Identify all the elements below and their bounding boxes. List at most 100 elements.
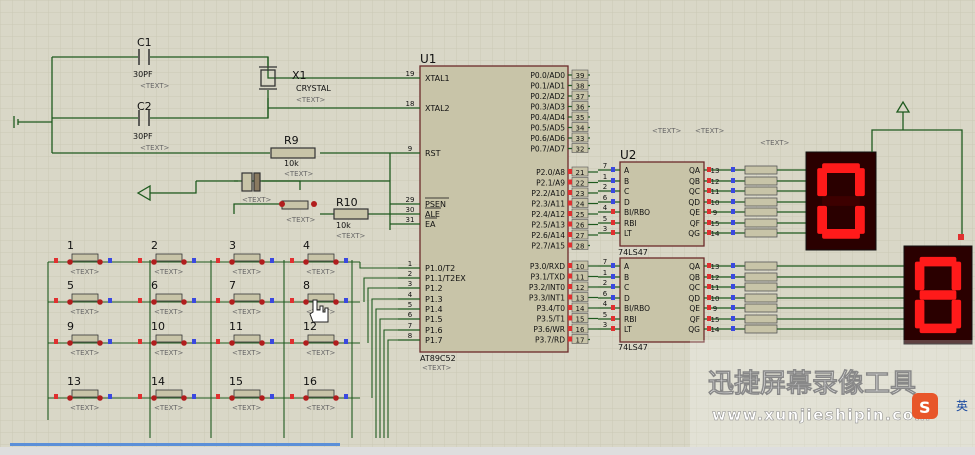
decoder-input-name: B [624,273,629,282]
pin-state-marker [731,178,735,183]
segment-resistor[interactable] [744,272,778,282]
u1-port-pin-number: 17 [576,337,585,345]
disp-text-3: <TEXT> [760,139,790,147]
keypad-button-14[interactable]: 14<TEXT> [138,375,196,412]
resistor-r9[interactable] [270,147,316,159]
decoder-output-name: QC [689,283,700,292]
r10-text: <TEXT> [336,232,366,240]
u1-port-pin-name: P0.7/AD7 [530,145,565,154]
segment-resistor[interactable] [744,186,778,196]
decoder-input-name: RBI [624,219,637,228]
decoder-input-number: 1 [603,269,607,277]
sogou-logo-letter: S [919,398,931,417]
segment-resistor[interactable] [744,282,778,292]
u1-port-pin-name: P2.7/A15 [531,242,565,251]
pin-state-marker [611,167,615,172]
u1-pin-number: 4 [408,291,413,299]
segment-resistor[interactable] [744,197,778,207]
keypad-button-16[interactable]: 16<TEXT> [290,375,348,412]
segment-resistor[interactable] [744,165,778,175]
ime-indicator[interactable]: 英 [956,399,968,413]
u1-port-pin-name: P2.0/A8 [536,168,565,177]
pin-state-marker [707,230,711,235]
decoder-input-name: BI/RBO [624,304,650,313]
keypad-button-label: 13 [67,375,81,388]
u1-pin-number: 18 [406,100,415,108]
segment-resistor[interactable] [744,218,778,228]
keypad-button-1[interactable]: 1<TEXT> [54,239,112,276]
keypad-button-3[interactable]: 3<TEXT> [216,239,274,276]
electrolytic-capacitor[interactable] [241,172,261,192]
pin-state-marker [707,263,711,268]
segment-resistor[interactable] [744,228,778,238]
segment-b [951,261,962,291]
u1-pin-number: 2 [408,270,412,278]
u1-pin-number-box [571,101,589,111]
decoder-output-name: QF [690,219,700,228]
pin-state-marker [731,167,735,172]
keypad-button-10[interactable]: 10<TEXT> [138,320,196,357]
u1-port-pin-number: 23 [576,190,585,198]
decoder-output-number: 10 [711,199,720,207]
keypad-button-12[interactable]: 12<TEXT> [290,320,348,357]
keypad-button-7[interactable]: 7<TEXT> [216,279,274,316]
keypad-button-2[interactable]: 2<TEXT> [138,239,196,276]
keypad-button-5[interactable]: 5<TEXT> [54,279,112,316]
u1-pin-number: 19 [406,70,415,78]
pin-state-marker [731,230,735,235]
keypad-button-label: 10 [151,320,165,333]
u1-port-pin-name: P0.3/AD3 [530,103,565,112]
u1-port-pin-name: P3.4/T0 [537,304,566,313]
pin-state-marker [707,284,711,289]
capacitor-c1[interactable] [138,49,150,65]
reset-button[interactable] [279,200,317,210]
segment-resistor[interactable] [744,207,778,217]
segment-resistor[interactable] [744,324,778,334]
capacitor-c2[interactable] [138,110,150,126]
keypad-button-9[interactable]: 9<TEXT> [54,320,112,357]
u1-port-pin-name: P0.4/AD4 [530,113,565,122]
crystal-x1[interactable] [259,66,277,90]
keypad-button-4[interactable]: 4<TEXT> [290,239,348,276]
keypad-button-11[interactable]: 11<TEXT> [216,320,274,357]
chip-u3[interactable] [619,257,705,343]
segment-c [855,205,865,234]
keypad-button-text: <TEXT> [70,308,100,316]
segment-resistor[interactable] [744,176,778,186]
u1-pin-name: EA [425,220,436,229]
u1-pin-number-box [571,111,589,122]
keypad-button-13[interactable]: 13<TEXT> [54,375,112,412]
keypad-button-15[interactable]: 15<TEXT> [216,375,274,412]
u1-port-pin-number: 34 [576,125,585,133]
decoder-output-number: 11 [711,188,720,196]
decoder-output-name: QB [689,177,700,186]
decoder-output-name: QB [689,273,700,282]
keypad-to-port-wire [387,339,398,438]
segment-resistor[interactable] [744,261,778,271]
pin-state-marker [611,316,615,321]
keypad-to-port-wire [371,298,398,398]
segment-resistor[interactable] [744,303,778,313]
decoder-input-number: 7 [603,162,607,170]
keypad-button-6[interactable]: 6<TEXT> [138,279,196,316]
u1-port-pin-number: 16 [576,326,585,334]
pin-state-marker [611,220,615,225]
decoder-input-name: RBI [624,315,637,324]
segment-resistor[interactable] [744,314,778,324]
horizontal-scrollbar[interactable] [0,447,975,455]
pin-state-marker [731,263,735,268]
decoder-input-number: 1 [603,173,607,181]
chip-u2[interactable] [619,161,705,247]
chip-u1[interactable] [419,65,569,353]
watermark-overlay: 迅捷屏幕录像工具 www.xunjieshipin.com S 英 [690,340,975,455]
resistor-r10[interactable] [333,208,369,220]
u1-port-pin-name: P3.5/T1 [537,315,566,324]
decoder-input-number: 5 [603,215,607,223]
keypad-button-label: 4 [303,239,310,252]
segment-resistor[interactable] [744,293,778,303]
c1-value: 30PF [133,70,153,79]
decoder-input-number: 5 [603,311,607,319]
keypad-button-text: <TEXT> [232,268,262,276]
u1-port-pin-number: 10 [576,263,585,271]
